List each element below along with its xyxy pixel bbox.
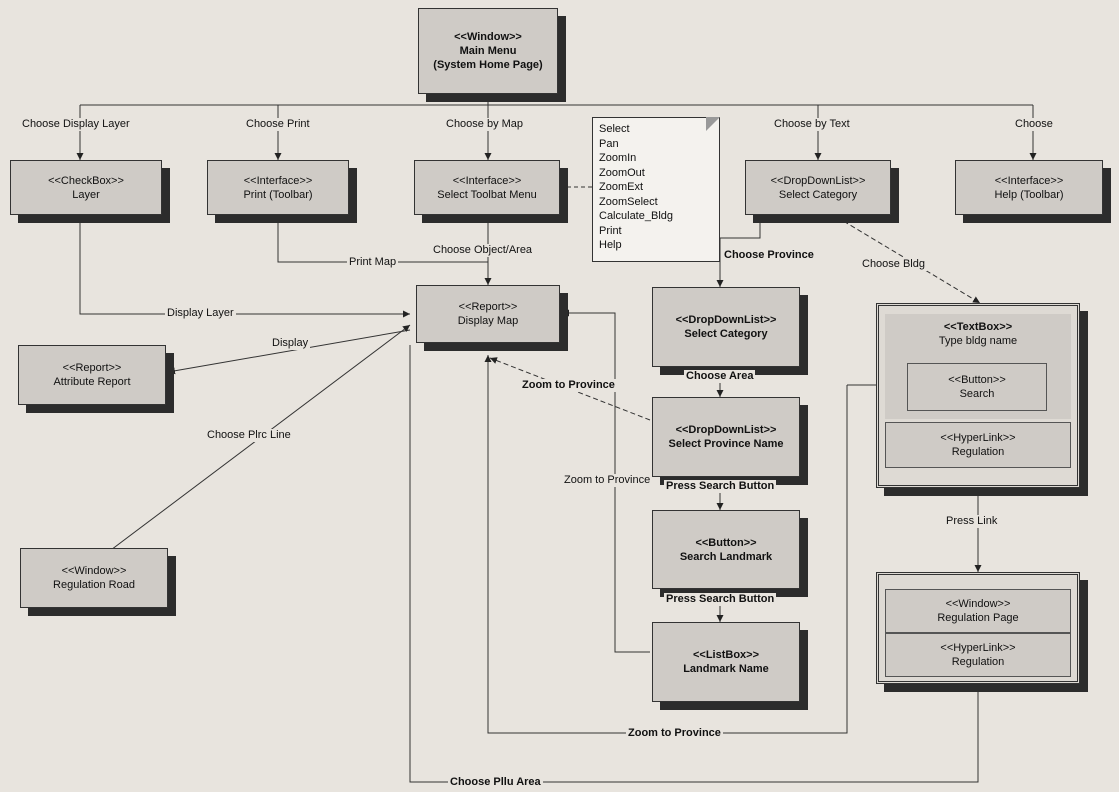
label-display-layer: Display Layer: [165, 307, 236, 320]
node-title: Select Category: [684, 328, 768, 340]
node-stereotype: <<Interface>>: [243, 174, 313, 187]
node-stereotype: <<Button>>: [948, 374, 1006, 386]
note-item: ZoomExt: [599, 181, 644, 193]
node-title: Regulation Road: [53, 579, 135, 591]
node-title: Regulation Page: [937, 612, 1019, 624]
bldg-search-button: <<Button>> Search: [907, 363, 1047, 411]
label-press-search-button-2: Press Search Button: [664, 593, 777, 606]
label-choose-area: Choose Area: [684, 370, 756, 383]
regulation-hyperlink: <<HyperLink>> Regulation: [885, 633, 1071, 677]
label-choose-plrc-line: Choose Plrc Line: [205, 429, 293, 442]
label-choose-by-text: Choose by Text: [772, 118, 852, 131]
node-stereotype: <<DropDownList>>: [675, 424, 777, 436]
toolbar-commands-note: Select Pan ZoomIn ZoomOut ZoomExt ZoomSe…: [592, 117, 720, 262]
search-landmark-button: <<Button>> Search Landmark: [652, 510, 800, 589]
node-title: Type bldg name: [938, 335, 1018, 347]
node-title: Search: [959, 388, 995, 400]
node-stereotype: <<ListBox>>: [692, 649, 760, 661]
layer-checkbox: <<CheckBox>> Layer: [10, 160, 162, 215]
note-item: Select: [599, 123, 630, 135]
node-subtitle: (System Home Page): [433, 59, 543, 71]
label-choose: Choose: [1013, 118, 1055, 131]
node-stereotype: <<Interface>>: [452, 174, 522, 187]
label-print-map: Print Map: [347, 256, 399, 269]
label-choose-province: Choose Province: [722, 249, 816, 262]
node-stereotype: <<Window>>: [61, 565, 127, 577]
label-choose-pllu-area: Choose Pllu Area: [448, 776, 543, 789]
node-stereotype: <<Interface>>: [994, 174, 1064, 187]
note-item: Print: [599, 224, 622, 237]
regulation-road-window: <<Window>> Regulation Road: [20, 548, 168, 608]
attribute-report: <<Report>> Attribute Report: [18, 345, 166, 405]
label-choose-display-layer: Choose Display Layer: [20, 118, 132, 131]
label-choose-print: Choose Print: [244, 118, 312, 131]
node-title: Select Toolbat Menu: [437, 188, 537, 201]
select-province-name-dropdown: <<DropDownList>> Select Province Name: [652, 397, 800, 477]
node-stereotype: <<Report>>: [62, 362, 122, 374]
regulation-page-window: <<Window>> Regulation Page: [885, 589, 1071, 633]
select-category-dropdown: <<DropDownList>> Select Category: [745, 160, 891, 215]
node-title: Landmark Name: [683, 663, 769, 675]
display-map-report: <<Report>> Display Map: [416, 285, 560, 343]
label-choose-object-area: Choose Object/Area: [431, 244, 535, 257]
node-stereotype: <<Window>>: [454, 31, 522, 43]
node-title: Select Province Name: [668, 438, 784, 450]
node-stereotype: <<HyperLink>>: [940, 432, 1016, 444]
landmark-name-listbox: <<ListBox>> Landmark Name: [652, 622, 800, 702]
bldg-search-frame: <<TextBox>> Type bldg name <<Button>> Se…: [876, 303, 1080, 488]
node-stereotype: <<CheckBox>>: [48, 174, 124, 187]
main-menu-window: <<Window>> Main Menu (System Home Page): [418, 8, 558, 94]
node-title: Display Map: [457, 315, 519, 327]
label-display: Display: [270, 337, 311, 350]
node-title: Search Landmark: [679, 550, 773, 563]
label-press-link: Press Link: [944, 515, 1000, 528]
node-title: Print (Toolbar): [243, 188, 313, 201]
node-stereotype: <<Button>>: [695, 536, 757, 549]
label-choose-by-map: Choose by Map: [444, 118, 526, 131]
select-toolbar-menu-interface: <<Interface>> Select Toolbat Menu: [414, 160, 560, 215]
regulation-page-frame: <<Window>> Regulation Page <<HyperLink>>…: [876, 572, 1080, 684]
note-item: ZoomIn: [599, 152, 637, 164]
print-toolbar-interface: <<Interface>> Print (Toolbar): [207, 160, 349, 215]
note-fold-corner: [706, 117, 720, 131]
label-zoom-to-province-1: Zoom to Province: [520, 379, 617, 392]
node-title: Help (Toolbar): [994, 188, 1064, 201]
note-item: Pan: [599, 137, 619, 150]
help-toolbar-interface: <<Interface>> Help (Toolbar): [955, 160, 1103, 215]
node-stereotype: <<DropDownList>>: [770, 174, 866, 187]
node-title: Regulation: [951, 656, 1005, 668]
node-title: Select Category: [778, 188, 858, 201]
node-title: Attribute Report: [53, 376, 131, 388]
note-item: ZoomSelect: [599, 195, 658, 208]
label-zoom-to-province-2: Zoom to Province: [562, 474, 653, 487]
node-stereotype: <<DropDownList>>: [675, 314, 777, 326]
node-title: Regulation: [951, 446, 1005, 458]
node-stereotype: <<TextBox>>: [943, 321, 1013, 333]
node-stereotype: <<Report>>: [458, 301, 518, 313]
node-stereotype: <<Window>>: [945, 598, 1011, 610]
label-zoom-to-province-3: Zoom to Province: [626, 727, 723, 740]
node-stereotype: <<HyperLink>>: [940, 642, 1016, 654]
node-title: Layer: [72, 188, 100, 201]
note-item: Calculate_Bldg: [599, 210, 673, 222]
label-press-search-button-1: Press Search Button: [664, 480, 777, 493]
note-item: Help: [599, 239, 622, 251]
label-choose-bldg: Choose Bldg: [860, 258, 927, 271]
select-category-province-dropdown: <<DropDownList>> Select Category: [652, 287, 800, 367]
note-item: ZoomOut: [599, 166, 645, 179]
node-title: Main Menu: [459, 45, 517, 57]
bldg-regulation-hyperlink: <<HyperLink>> Regulation: [885, 422, 1071, 468]
